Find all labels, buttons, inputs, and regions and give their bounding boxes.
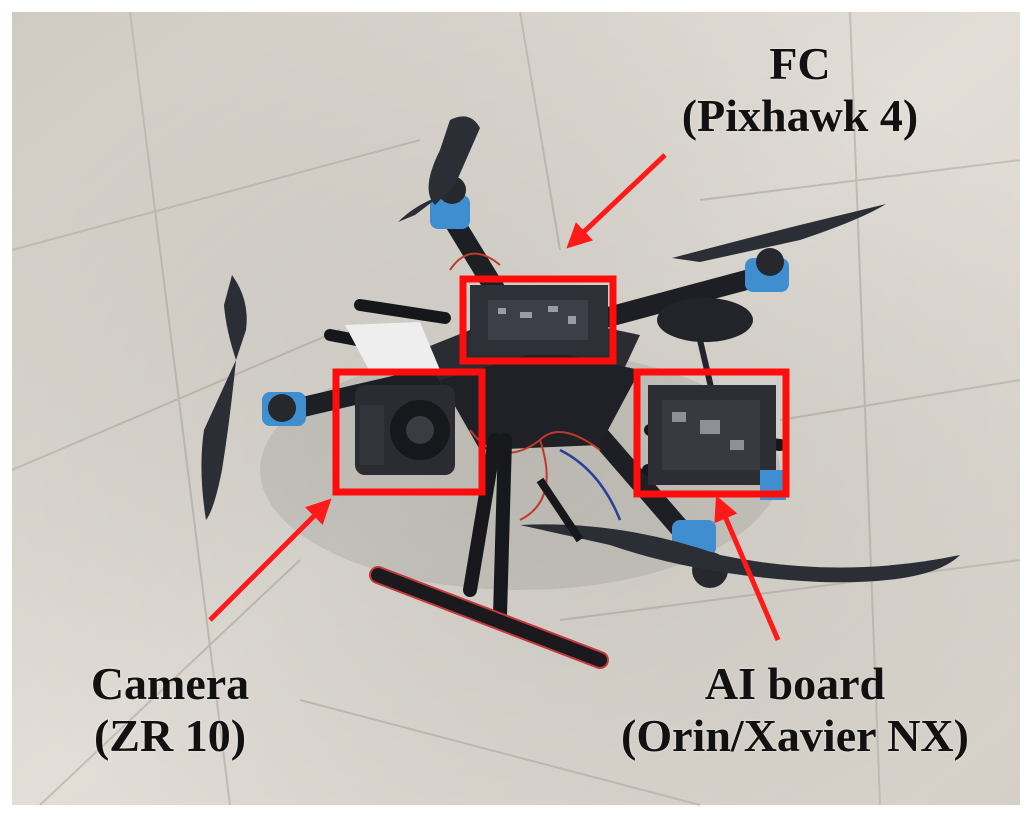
drone [201,116,960,669]
camera-label-title: Camera [90,658,250,709]
fc-highlight-box [459,275,617,365]
camera-label: Camera (ZR 10) [50,658,290,761]
fc-arrow [566,153,667,249]
fc-label-model: (Pixhawk 4) [681,89,919,141]
ai-board-label-model: (Orin/Xavier NX) [621,709,969,761]
ai-board-label: AI board (Orin/Xavier NX) [570,658,1020,761]
fc-label-title: FC [769,38,831,89]
camera-highlight-box [332,368,486,496]
camera-arrow [208,498,332,622]
ai-board-arrow [714,495,781,641]
camera-label-model: (ZR 10) [93,709,247,761]
fc-label: FC (Pixhawk 4) [640,38,960,141]
ai-board-highlight-box [633,368,790,498]
ai-board-label-title: AI board [704,658,886,709]
